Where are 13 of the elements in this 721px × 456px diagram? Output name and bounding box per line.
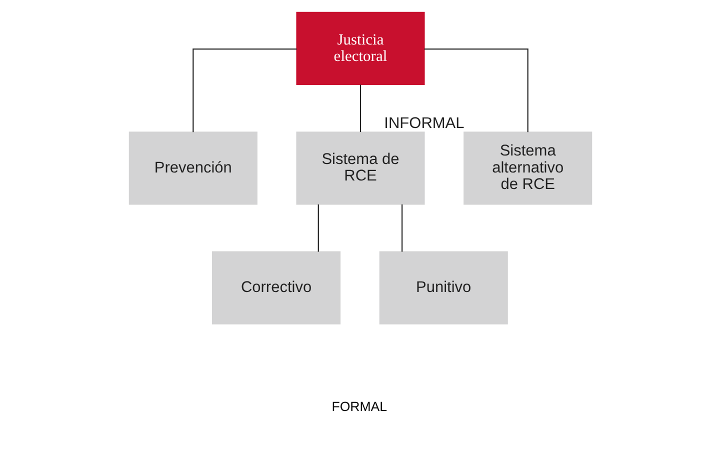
node-box: Justicia electoral [296,12,425,86]
connector [360,84,362,132]
node-box: Correctivo [212,251,341,324]
connector [424,48,528,132]
connector [402,204,403,252]
connector [192,48,297,132]
node-box: Punitivo [379,251,508,324]
label: FORMAL [332,398,388,414]
node-box: Prevención [128,132,258,205]
node-label: INFORMAL [384,114,464,132]
node-box: Sistema alternativo de RCE [464,132,592,205]
node-box: Sistema de RCE [296,132,425,205]
connector [318,204,319,252]
